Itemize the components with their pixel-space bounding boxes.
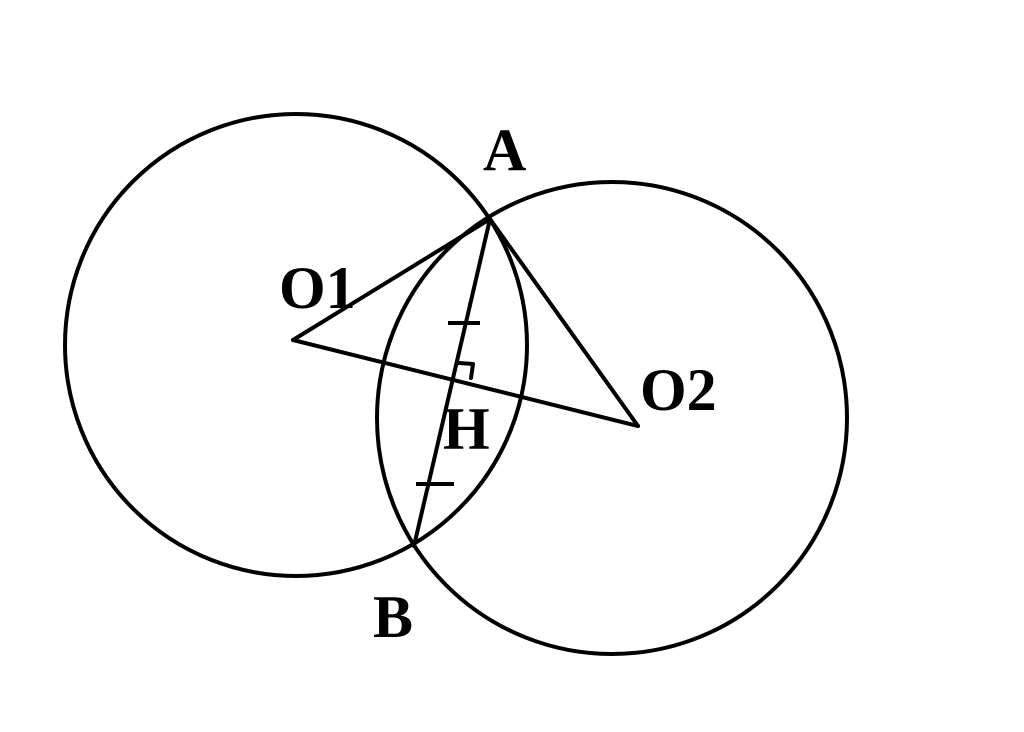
circle-o1 bbox=[63, 112, 529, 578]
label-o1: O1 bbox=[279, 255, 356, 321]
segment-o1-a bbox=[291, 217, 492, 342]
chord-ab bbox=[412, 217, 492, 548]
segment-o2-a bbox=[488, 217, 640, 428]
right-angle-marker bbox=[457, 361, 475, 380]
segment-o1-o2 bbox=[291, 338, 640, 428]
circle-o2 bbox=[375, 180, 849, 656]
label-a: A bbox=[483, 117, 526, 183]
label-h: H bbox=[443, 396, 490, 462]
label-b: B bbox=[373, 584, 413, 650]
label-o2: O2 bbox=[640, 357, 717, 423]
